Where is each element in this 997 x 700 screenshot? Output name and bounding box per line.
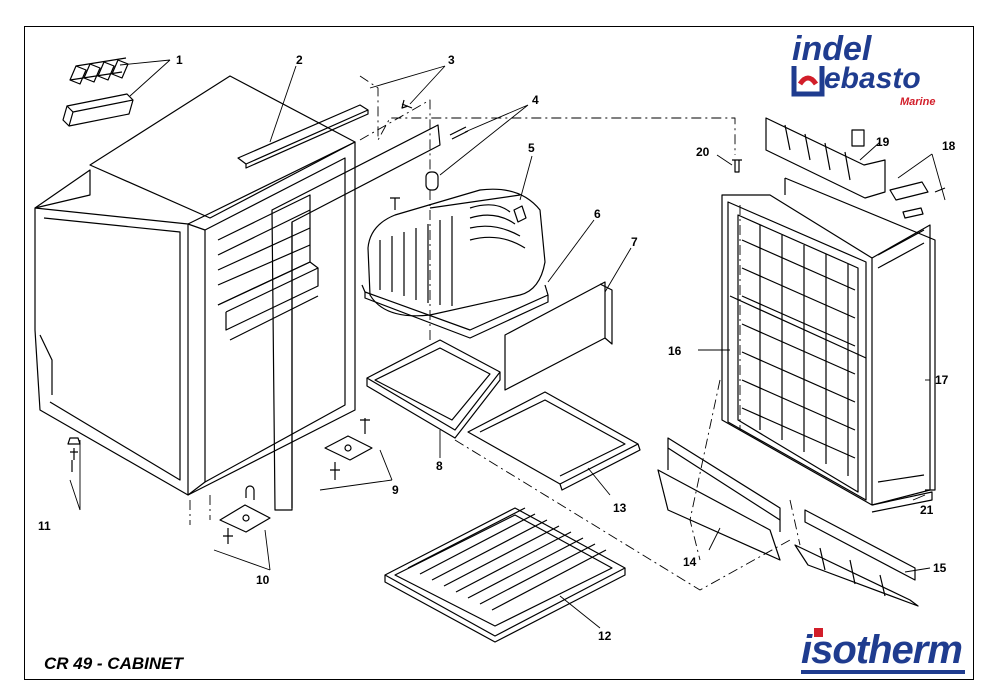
callout-1: 1 [176, 53, 183, 67]
part-3-4-screws [401, 99, 469, 140]
callout-7: 7 [631, 235, 638, 249]
part-5-evaporator-unit [361, 171, 549, 339]
callout-21: 21 [920, 503, 934, 517]
callout-17: 17 [935, 373, 949, 387]
callout-9: 9 [392, 483, 399, 497]
callout-20: 20 [696, 145, 710, 159]
logo-isotherm-dot [814, 628, 823, 637]
callout-3: 3 [448, 53, 455, 67]
part-18-latch [889, 181, 946, 219]
callout-15: 15 [933, 561, 947, 575]
part-10-hinge [219, 485, 271, 544]
callout-19: 19 [876, 135, 890, 149]
callout-13: 13 [613, 501, 627, 515]
isotherm-logo: isotherm [801, 628, 965, 674]
centerlines [189, 75, 801, 591]
callout-18: 18 [942, 139, 956, 153]
part-19-door-bin [765, 117, 886, 199]
part-1-clips-and-tray [62, 57, 134, 127]
indel-webasto-logo: indel ebasto Marine [788, 32, 966, 122]
part-15-door-shelf [794, 509, 919, 607]
part-13-tray [467, 391, 641, 491]
callout-4: 4 [532, 93, 539, 107]
part-8-tray-frame [366, 339, 501, 439]
callout-16: 16 [668, 344, 682, 358]
leader-lines [69, 59, 946, 629]
callout-6: 6 [594, 207, 601, 221]
logo-w-mark [791, 66, 825, 97]
drawing-border [24, 26, 974, 680]
part-20-pin [732, 159, 742, 173]
callout-5: 5 [528, 141, 535, 155]
callout-10: 10 [256, 573, 270, 587]
part-16-door [721, 194, 933, 513]
callout-8: 8 [436, 459, 443, 473]
logo-webasto-text: ebasto [824, 62, 921, 95]
callout-2: 2 [296, 53, 303, 67]
logo-isotherm-text: isotherm [801, 628, 963, 672]
callout-11: 11 [38, 519, 51, 533]
callout-12: 12 [598, 629, 612, 643]
logo-isotherm-underline [801, 670, 965, 674]
part-7-plate [504, 281, 613, 391]
part-14-door-shelf [657, 437, 781, 561]
drawing-caption: CR 49 - CABINET [44, 654, 183, 673]
part-17-panel [784, 177, 936, 491]
callout-numbers: 1 2 3 4 5 6 7 8 9 10 11 12 13 14 15 16 1… [38, 53, 956, 643]
part-9-hinge [324, 418, 373, 480]
part-11-foot [67, 437, 81, 472]
part-2-cabinet-body [34, 75, 369, 496]
callout-14: 14 [683, 555, 697, 569]
logo-marine-text: Marine [900, 96, 936, 108]
logo-indel-text: indel [792, 30, 872, 68]
part-12-wire-shelf [384, 507, 626, 643]
front-frame-outline [271, 124, 441, 511]
